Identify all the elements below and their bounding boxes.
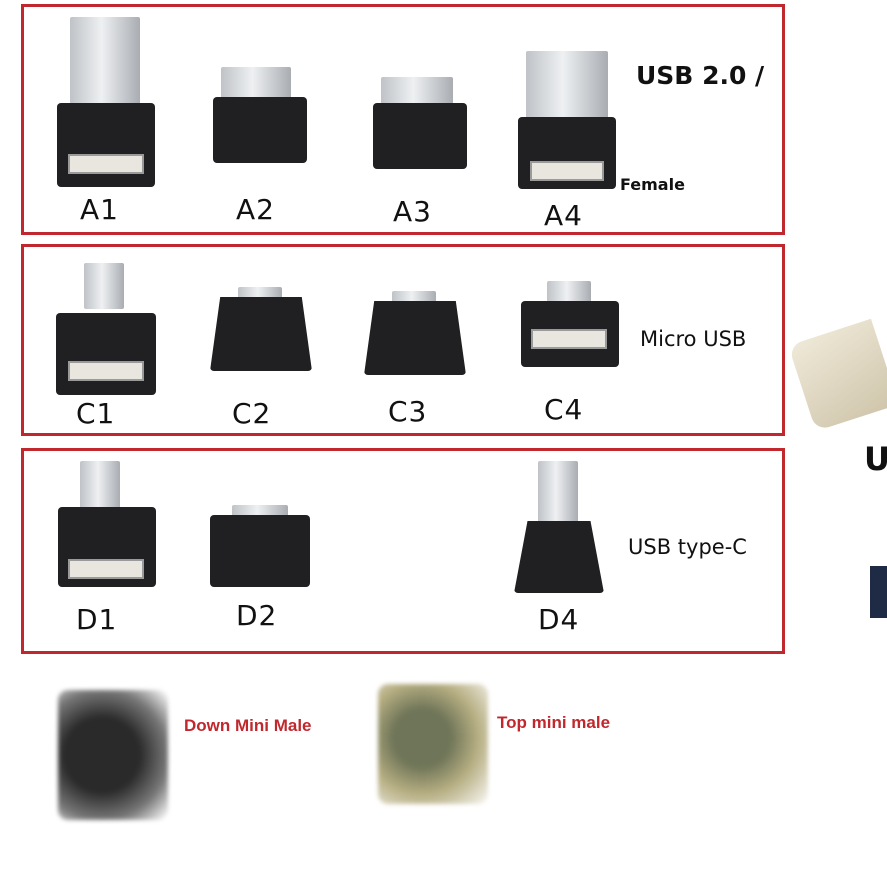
- connector-c4-label: C4: [544, 393, 584, 426]
- top-mini-male-label: Top mini male: [497, 713, 611, 732]
- connector-d2-label: D2: [236, 599, 278, 632]
- top-mini-male-photo: [378, 684, 488, 804]
- connector-a4-image: [516, 51, 626, 191]
- connector-c3-image: [364, 291, 474, 381]
- connector-a1-image: [52, 17, 162, 187]
- connector-d1-image: [52, 461, 162, 591]
- down-mini-male-photo: [58, 690, 168, 820]
- edge-dark-block: [870, 566, 887, 618]
- connector-c1-image: [52, 263, 162, 403]
- connector-a1-label: A1: [80, 193, 119, 226]
- connector-c1-label: C1: [76, 397, 116, 430]
- micro-usb-panel: C1 C2 C3 C4 Micro USB: [21, 244, 785, 436]
- connector-a3-image: [367, 77, 477, 177]
- usb20-side-label: USB 2.0 /: [636, 61, 765, 90]
- connector-a2-image: [209, 67, 319, 167]
- connector-c4-image: [519, 281, 629, 371]
- connector-a4-label: A4: [544, 199, 583, 232]
- connector-c3-label: C3: [388, 395, 428, 428]
- usb-plug-photo-partial: [788, 310, 887, 440]
- connector-d2-image: [210, 505, 320, 595]
- connector-a2-label: A2: [236, 193, 275, 226]
- edge-text: U: [864, 440, 887, 478]
- connector-d4-image: [514, 461, 624, 596]
- down-mini-male-label: Down Mini Male: [184, 716, 312, 735]
- connector-c2-label: C2: [232, 397, 272, 430]
- typec-side-label: USB type-C: [628, 535, 747, 559]
- connector-c2-image: [210, 287, 320, 377]
- connector-a3-label: A3: [393, 195, 432, 228]
- micro-usb-side-label: Micro USB: [640, 327, 747, 351]
- usb20-panel: A1 A2 A3 A4 USB 2.0 / Female: [21, 4, 785, 235]
- typec-panel: D1 D2 D4 USB type-C: [21, 448, 785, 654]
- connector-d1-label: D1: [76, 603, 118, 636]
- female-label: Female: [620, 175, 685, 194]
- connector-d4-label: D4: [538, 603, 580, 636]
